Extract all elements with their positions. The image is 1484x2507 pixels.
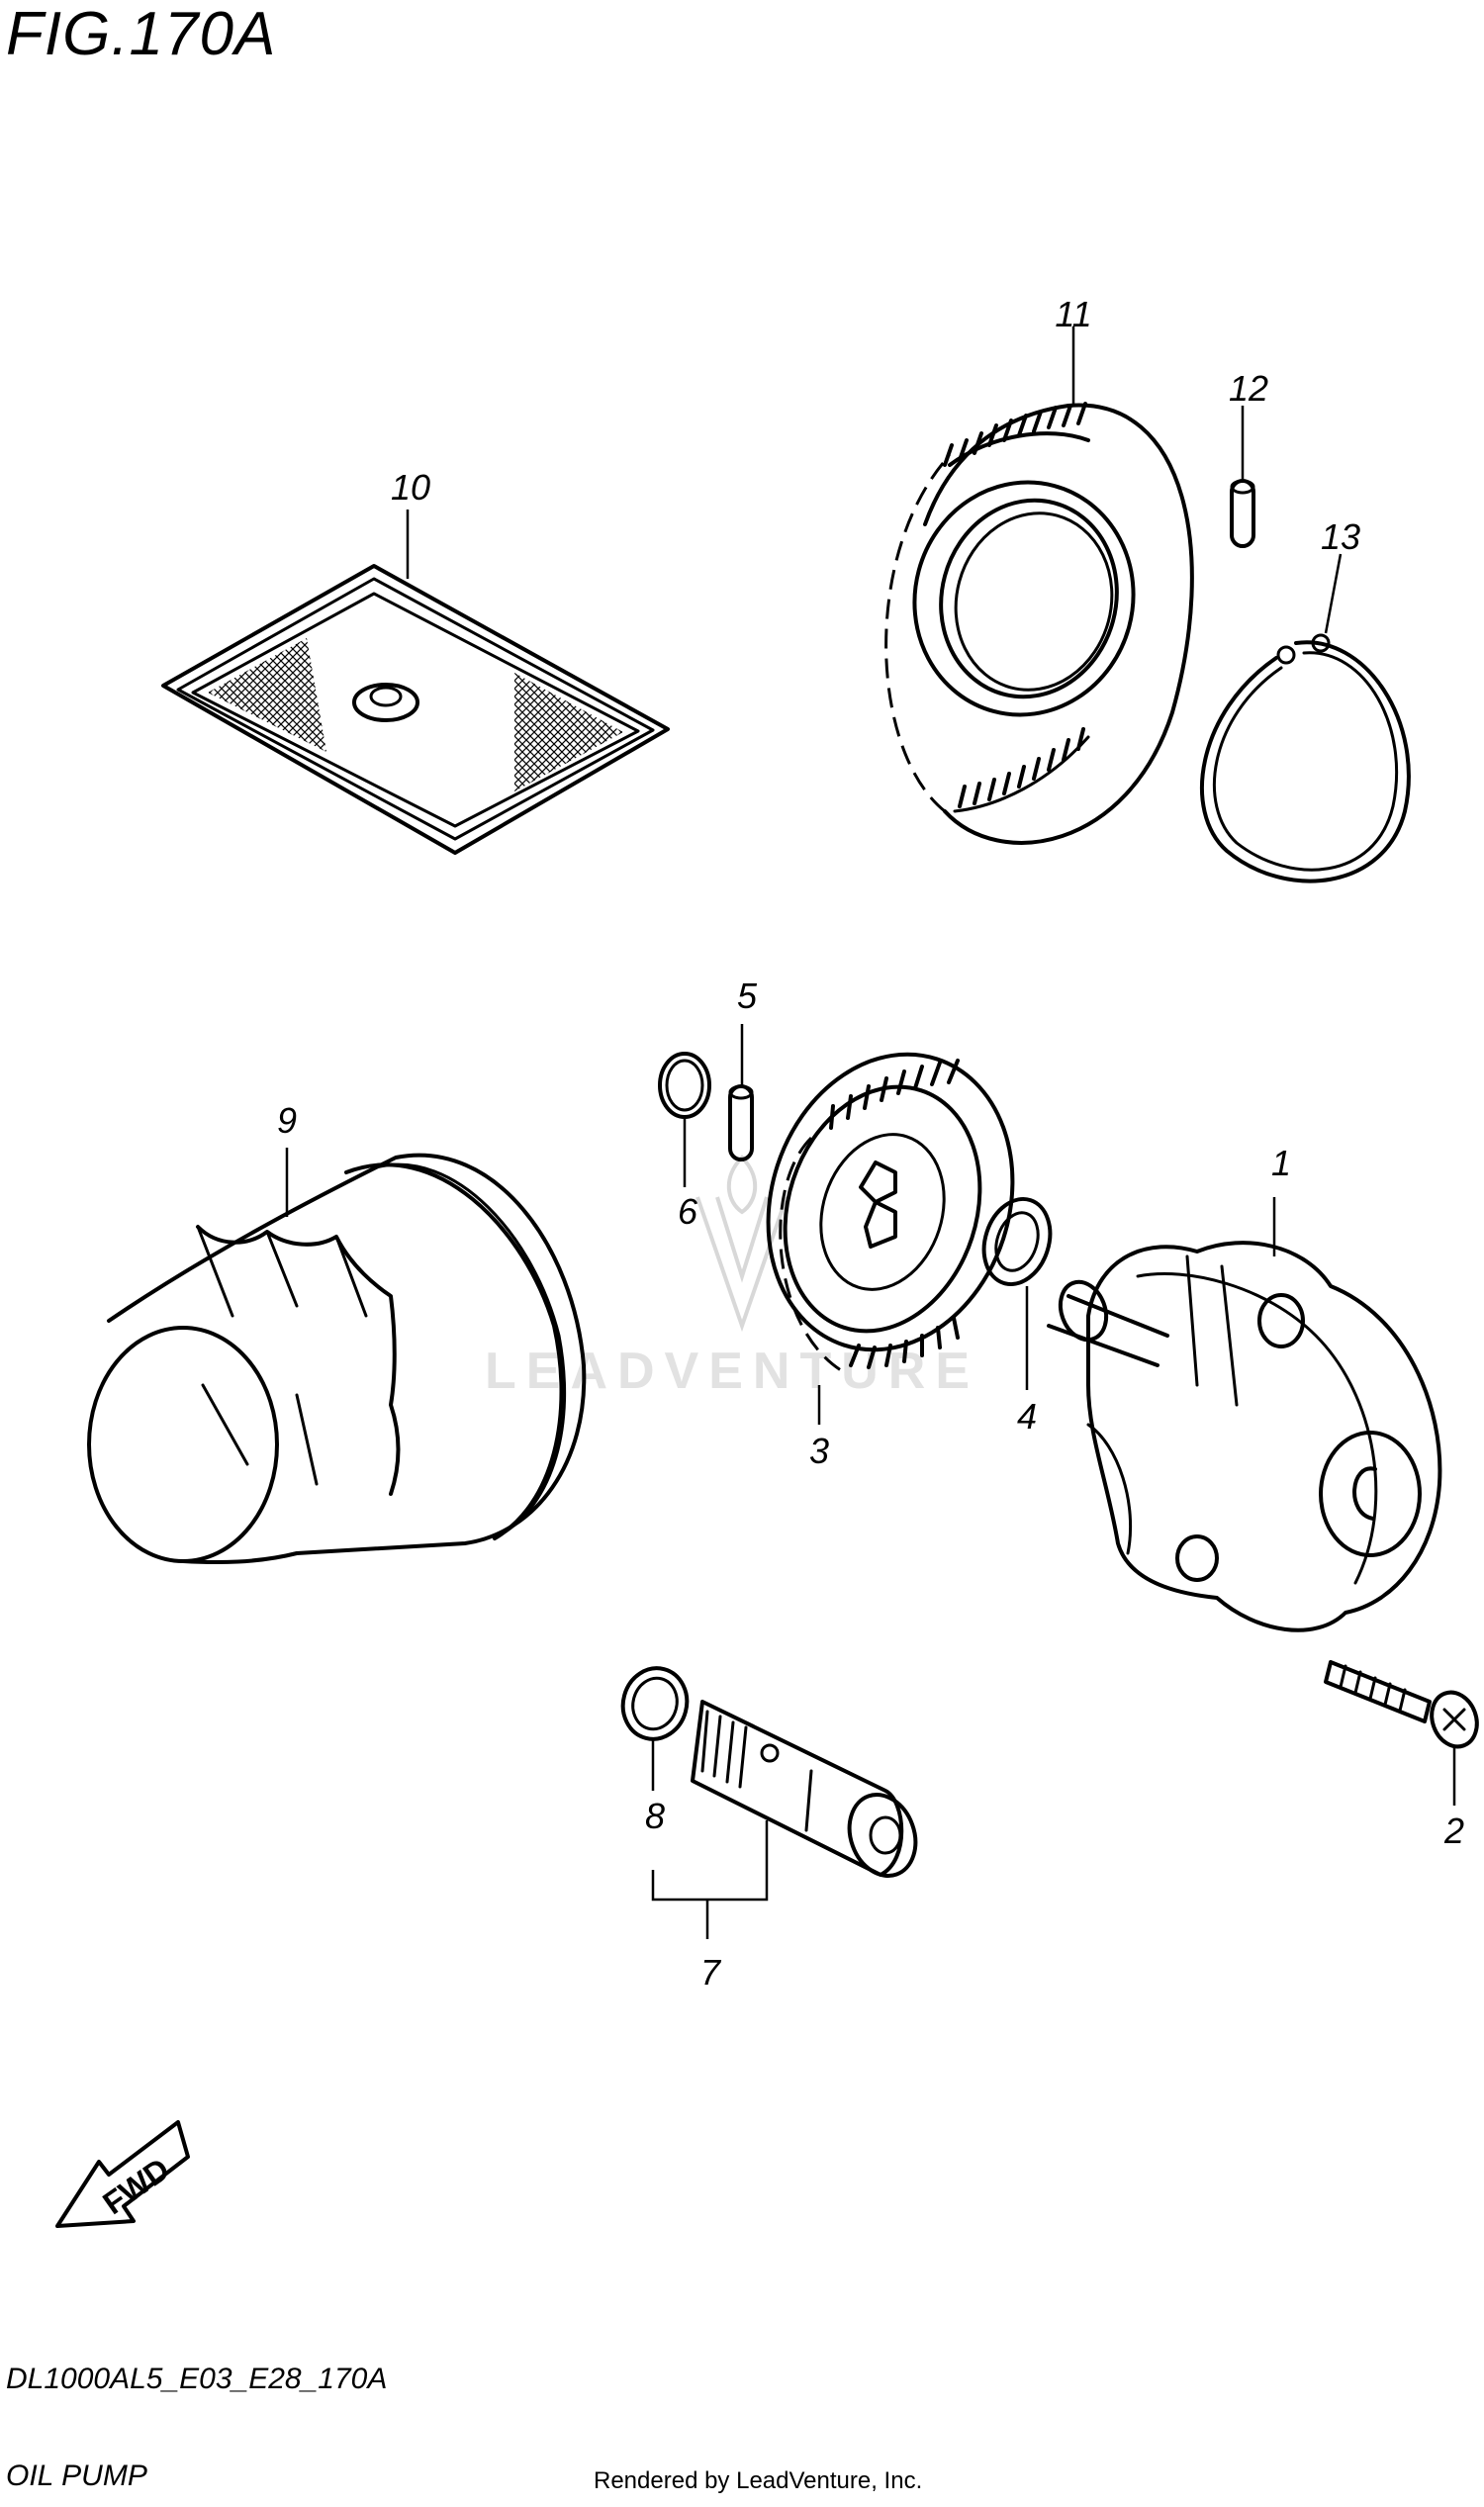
callout-13[interactable]: 13 [1320, 516, 1361, 557]
diagram-code: DL1000AL5_E03_E28_170A [6, 2363, 388, 2395]
fwd-arrow: FWD [55, 2120, 190, 2228]
part-6-circlip[interactable] [658, 1052, 711, 1119]
part-1-oil-pump[interactable] [1047, 1241, 1442, 1632]
callout-12[interactable]: 12 [1228, 368, 1269, 409]
callout-6[interactable]: 6 [677, 1191, 698, 1232]
part-4-washer[interactable] [974, 1190, 1061, 1292]
part-2-screw[interactable] [1324, 1660, 1484, 1753]
callout-2[interactable]: 2 [1443, 1811, 1465, 1851]
part-8-o-ring[interactable] [615, 1661, 695, 1746]
callout-4[interactable]: 4 [1016, 1396, 1038, 1437]
callout-11[interactable]: 11 [1055, 294, 1092, 334]
figure-title: FIG.170A [6, 0, 277, 68]
leader-lines [285, 326, 1456, 1939]
callout-10[interactable]: 10 [390, 467, 431, 508]
part-13-circlip[interactable] [1199, 633, 1411, 883]
part-9-oil-filter[interactable] [87, 1153, 587, 1565]
diagram-name: OIL PUMP [6, 2460, 147, 2492]
part-10-oil-strainer[interactable] [161, 564, 670, 855]
rendered-by: Rendered by LeadVenture, Inc. [594, 2467, 923, 2494]
callout-9[interactable]: 9 [276, 1100, 298, 1141]
callout-7[interactable]: 7 [699, 1952, 721, 1993]
callout-5[interactable]: 5 [736, 975, 758, 1016]
watermark-logo [696, 1155, 788, 1333]
part-7-relief-valve[interactable] [691, 1700, 926, 1885]
fwd-label: FWD [96, 2151, 175, 2221]
callout-8[interactable]: 8 [644, 1796, 666, 1836]
callout-1[interactable]: 1 [1270, 1143, 1292, 1183]
callout-3[interactable]: 3 [808, 1431, 830, 1471]
part-5-pin[interactable] [728, 1084, 754, 1161]
part-11-driven-gear[interactable] [884, 402, 1194, 845]
part-12-pin[interactable] [1230, 479, 1255, 548]
part-3-drive-gear[interactable] [731, 1022, 1050, 1381]
